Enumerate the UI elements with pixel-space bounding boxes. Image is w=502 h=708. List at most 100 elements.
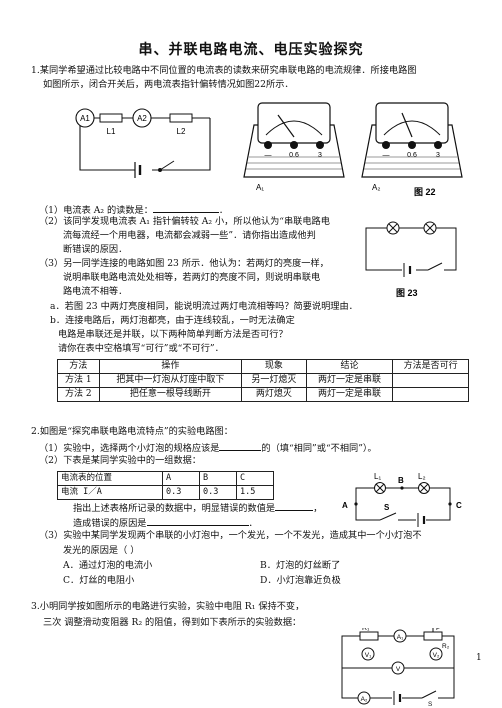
q3-ammeter-a1: A₁ [393, 629, 407, 643]
q2-lamp-l2 [418, 482, 430, 494]
q1-part1-end: ． [218, 205, 229, 216]
ammeter-a2: A2 [132, 108, 152, 128]
q2-option-d[interactable]: D．小灯泡靠近负极 [260, 575, 341, 586]
table-cell: 电流表的位置 [57, 471, 163, 486]
ammeter-a1: A1 [75, 108, 95, 128]
q2-battery [416, 513, 426, 527]
q2-label-l2: L₂ [418, 472, 426, 481]
q2-label-l1: L₁ [374, 472, 381, 481]
table-header-row: 方法 操作 现象 结论 方法是否可行 [57, 359, 469, 374]
q2-part1-end: 的（填“相同”或“不相同”）。 [261, 443, 377, 454]
q1-intro-line1: 1.某同学希望通过比较电路中不同位置的电流表的读数来研究串联电路的电流规律．所接… [31, 65, 417, 76]
fig23-caption: 图 23 [396, 288, 418, 298]
table-answer-cell[interactable] [392, 373, 469, 388]
q2-intro: 2.如图是“探究串联电路电流特点”的实验电路图： [31, 426, 233, 437]
table-cell: 两灯一定是串联 [305, 387, 394, 402]
lamp-l1-label: L1 [107, 127, 116, 136]
q2-part3-line2: 发光的原因是（ ） [63, 545, 140, 556]
q1-circuit-diagram: A1 L1 A2 L2 [75, 108, 211, 178]
table-cell: 方法 1 [57, 373, 100, 388]
q2-label-c: C [456, 501, 462, 510]
q3-intro-line2: 三次 调整滑动变阻器 R₂ 的阻值，得到如下表所示的实验数据： [43, 617, 302, 628]
fig22-ammeters: — 0.6 3 A₁ — 0.6 3 A₂ 图 22 [243, 102, 463, 197]
q3-ammeter-a2: A₂ [357, 691, 371, 705]
fig22-caption: 图 22 [414, 187, 436, 197]
switch [152, 160, 175, 172]
q3-voltmeter-v: V [391, 661, 405, 675]
table-row: 方法 1 把其中一灯泡从灯座中取下 另一灯熄灭 两灯一定是串联 [57, 373, 469, 388]
a1-terminal-06: 0.6 [289, 152, 299, 159]
q1-part2-line3: 断错误的原因． [63, 244, 128, 255]
q1-part3-line2: 说明串联电路电流处处相等，若两灯的亮度不同，则说明串联电 [63, 272, 321, 283]
lamp-l2-label: L2 [177, 127, 186, 136]
table-cell: A [162, 471, 200, 486]
q3-battery [392, 691, 402, 705]
a1-terminal-neg: — [265, 152, 272, 159]
page-number: 1 [476, 653, 482, 663]
table-cell: 1.5 [236, 485, 274, 500]
table-cell: 0.3 [199, 485, 237, 500]
a2-terminal-3: 3 [436, 152, 440, 159]
q2-part2-end1: ， [313, 503, 323, 514]
q3-voltmeter-v1: V₁ [361, 647, 375, 661]
q2-part3-line1: （3）实验中某同学发现两个串联的小灯泡中，一个发光，一个不发光，造成其中一个小灯… [39, 530, 422, 541]
q2-circuit-diagram: L₁ L₂ B A C S [342, 472, 462, 527]
q1-part2-line1: （2）该同学发现电流表 A₁ 指针偏转较 A₂ 小，所以他认为“串联电路电 [39, 216, 330, 227]
table-row: 方法 2 把任意一根导线断开 两灯熄灭 两灯一定是串联 [57, 387, 469, 402]
q1-part1-answer-blank[interactable] [152, 203, 219, 213]
q3-label-a1: A₁ [397, 634, 404, 641]
fig23-lamp-2 [423, 221, 437, 235]
q1-methods-table: 方法 操作 现象 结论 方法是否可行 方法 1 把其中一灯泡从灯座中取下 另一灯… [57, 359, 469, 402]
table-header: 操作 [98, 359, 243, 374]
q2-point-c [448, 502, 452, 506]
ammeter-photo-a1: — 0.6 3 A₁ [243, 102, 345, 192]
fig23-battery [402, 263, 416, 277]
q1-part1: （1）电流表 A₂ 的读数是： ． [39, 203, 228, 217]
a2-terminal-06: 0.6 [407, 152, 417, 159]
q2-data-table: 电流表的位置 A B C 电流 I／A 0.3 0.3 1.5 [57, 471, 274, 500]
lamp-l2 [169, 113, 193, 123]
q3-circuit-diagram: R₁ A₁ P R₂ V₁ V₂ V A₂ S [341, 628, 455, 706]
q1-part3-line1: （3）另一同学连接的电路如图 23 所示．他认为：若两灯的亮度一样， [39, 258, 329, 269]
q2-point-a [354, 502, 358, 506]
q3-label-v2: V₂ [433, 652, 440, 659]
q2-part1-answer-blank[interactable] [219, 441, 262, 451]
table-row: 电流表的位置 A B C [57, 471, 274, 486]
fig23-circuit: 图 23 [365, 221, 457, 298]
q1-part3-line3: 路电流不相等． [63, 286, 128, 297]
table-cell: C [236, 471, 274, 486]
ammeter-a1-label: A1 [80, 114, 90, 123]
ammeter-photo-a2: — 0.6 3 A₂ [361, 102, 463, 192]
table-cell: 把其中一灯泡从灯座中取下 [98, 373, 243, 388]
table-cell: 两灯熄灭 [241, 387, 307, 402]
table-header: 现象 [241, 359, 307, 374]
q2-wrong-value-blank[interactable] [275, 501, 314, 511]
table-header: 方法 [57, 359, 100, 374]
q3-resistor-r1: R₁ [359, 628, 379, 641]
table-cell: 电流 I／A [57, 485, 163, 500]
q1-part1-text: （1）电流表 A₂ 的读数是： [39, 205, 153, 216]
a1-photo-label: A₁ [256, 183, 264, 192]
table-header: 结论 [305, 359, 394, 374]
q3-label-r2: R₂ [442, 643, 450, 650]
q3-switch: S [421, 690, 438, 706]
table-answer-cell[interactable] [392, 387, 469, 402]
q3-rheostat-r2: P R₂ [423, 628, 450, 650]
q2-part2: （2）下表是某同学实验中的一组数据： [39, 455, 202, 466]
fig23-switch [427, 262, 444, 276]
q2-option-c[interactable]: C．灯丝的电阻小 [63, 575, 135, 586]
q2-part1: （1）实验中，选择两个小灯泡的规格应该是 的（填“相同”或“不相同”）。 [39, 441, 377, 455]
q2-label-a: A [342, 501, 348, 510]
q2-reason-blank[interactable] [146, 516, 249, 526]
q2-option-a[interactable]: A．通过灯泡的电流小 [63, 560, 153, 571]
q1-intro-line2: 如图所示，闭合开关后，两电流表指针偏转情况如图22所示． [43, 79, 294, 90]
q3-intro-line1: 3.小明同学按如图所示的电路进行实验，实验中电阻 R₁ 保持不变， [31, 601, 305, 612]
q2-part2-text2: 造成错误的原因是 [73, 518, 147, 529]
q2-part1-text: （1）实验中，选择两个小灯泡的规格应该是 [39, 443, 220, 454]
q2-option-b[interactable]: B．灯泡的灯丝断了 [260, 560, 341, 571]
q3-label-p: P [436, 628, 440, 632]
q3-label-a2: A₂ [361, 696, 368, 703]
q1-part2-line2: 流每流经一个用电器，电流都会减弱一些”．请你指出造成他判 [63, 230, 316, 241]
table-row: 电流 I／A 0.3 0.3 1.5 [57, 485, 274, 500]
ammeter-a2-label: A2 [137, 114, 147, 123]
